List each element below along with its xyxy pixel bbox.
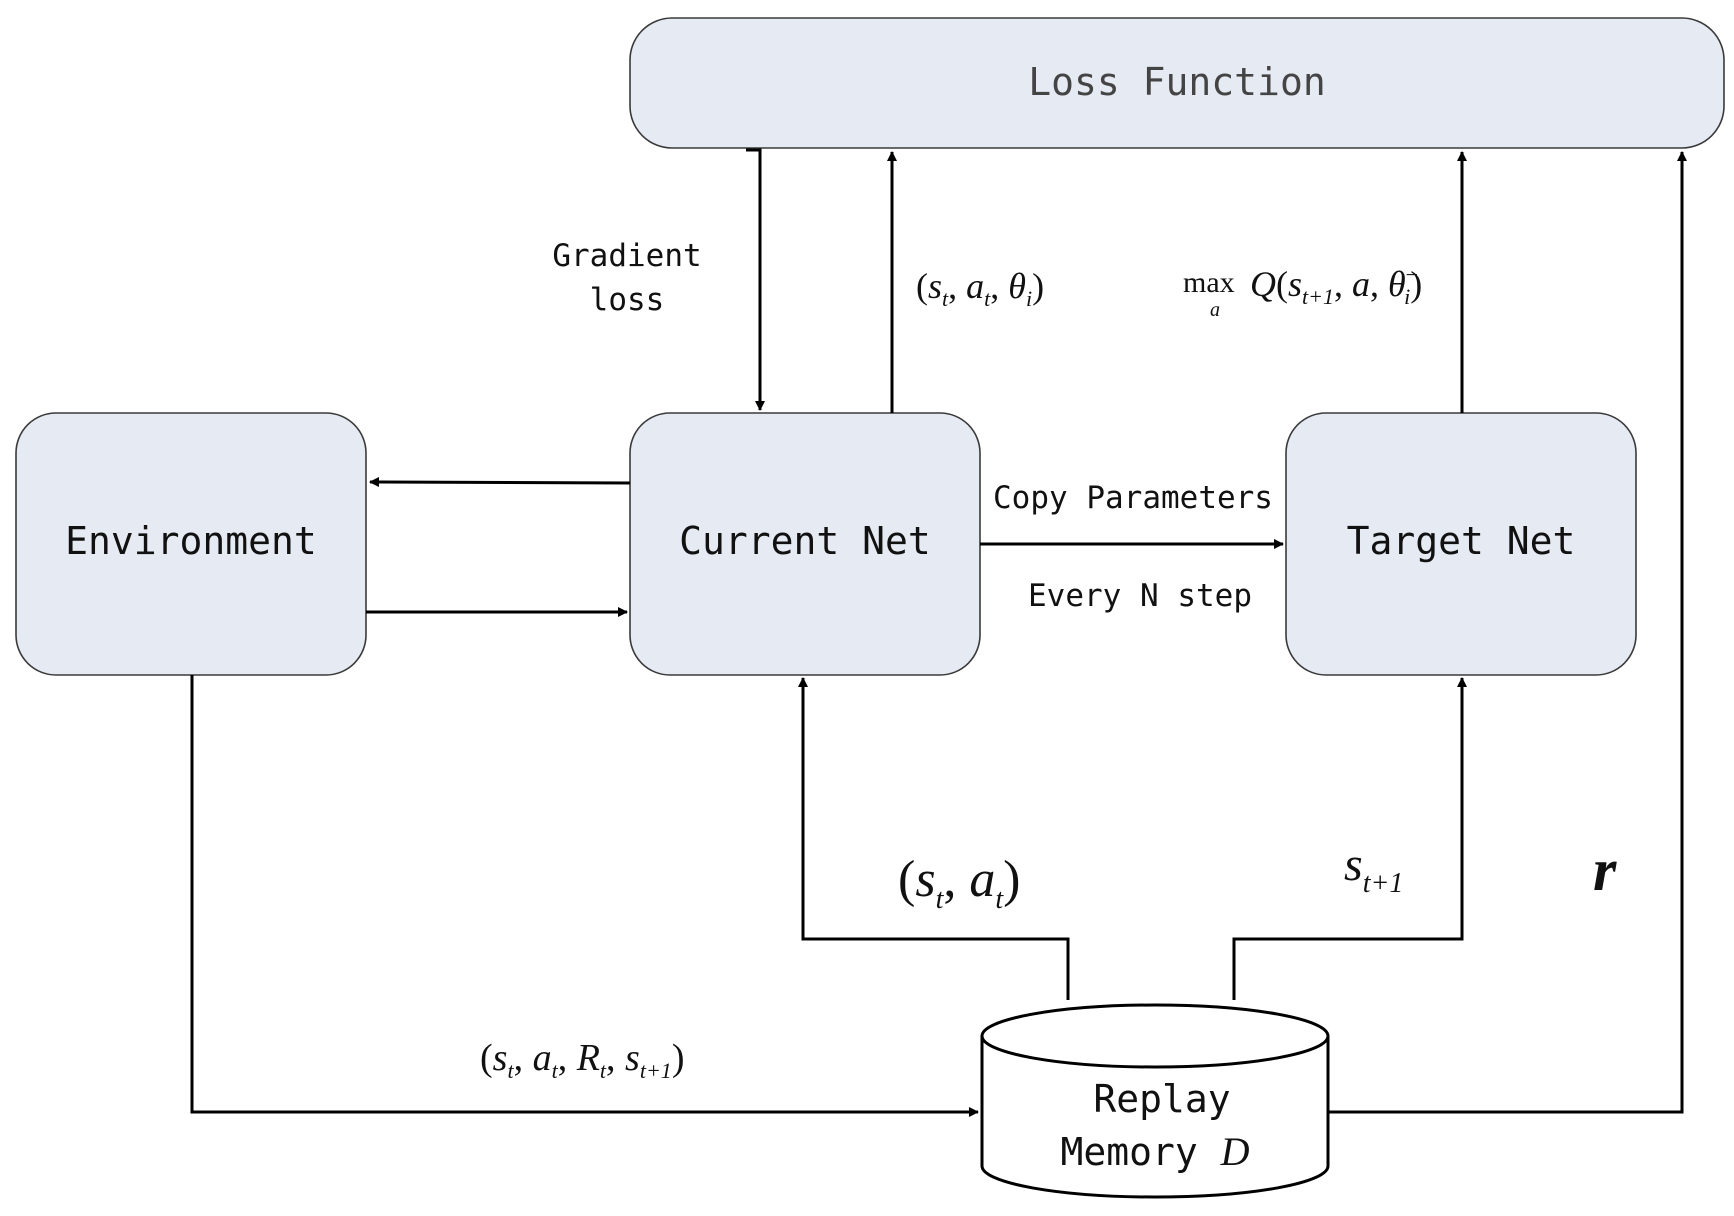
gradient-loss-label: Gradient loss: [552, 238, 701, 318]
svg-text:max: max: [1183, 266, 1235, 299]
current-net-box: Current Net: [629, 412, 981, 676]
environment-box: Environment: [15, 412, 367, 676]
replay-memory-line2: Memory D: [1060, 1129, 1249, 1174]
svg-text:a: a: [1210, 299, 1220, 321]
env-to-memory-formula: (st, at, Rt, st+1): [480, 1037, 684, 1083]
memory-to-current-formula: (st, at): [898, 851, 1020, 915]
environment-label: Environment: [65, 519, 317, 563]
svg-text:loss: loss: [590, 282, 665, 318]
edge-memory-to-current-arrow: [798, 677, 1070, 1000]
target-net-label: Target Net: [1347, 519, 1576, 563]
svg-text:Copy Parameters: Copy Parameters: [993, 480, 1273, 516]
svg-text:Q(st+1, a, θ−i): Q(st+1, a, θ−i): [1250, 262, 1422, 309]
edge-gradient-loss-arrow: [746, 148, 765, 411]
memory-to-target-formula: st+1: [1344, 838, 1403, 899]
edge-current-to-environment-arrow: [369, 477, 631, 488]
edge-environment-to-memory-arrow: [190, 675, 979, 1117]
svg-text:Every N step: Every N step: [1028, 578, 1252, 614]
edge-memory-to-loss-r-arrow: [1328, 151, 1687, 1114]
current-net-label: Current Net: [679, 519, 931, 563]
replay-memory-cylinder: Replay Memory D: [980, 1003, 1330, 1199]
target-to-loss-formula: max a Q(st+1, a, θ−i): [1183, 262, 1422, 321]
current-to-loss-formula: (st, at, θi): [916, 266, 1044, 311]
replay-memory-symbol: D: [1220, 1129, 1250, 1174]
loss-function-box: Loss Function: [629, 17, 1725, 149]
svg-text:Gradient: Gradient: [552, 238, 701, 274]
edge-memory-to-target-arrow: [1232, 677, 1467, 1000]
memory-to-loss-reward-label: r: [1593, 837, 1617, 903]
copy-parameters-label: Copy Parameters Every N step: [993, 480, 1273, 614]
replay-memory-line1: Replay: [1093, 1077, 1230, 1121]
target-net-box: Target Net: [1285, 412, 1637, 676]
loss-function-label: Loss Function: [1028, 60, 1325, 104]
